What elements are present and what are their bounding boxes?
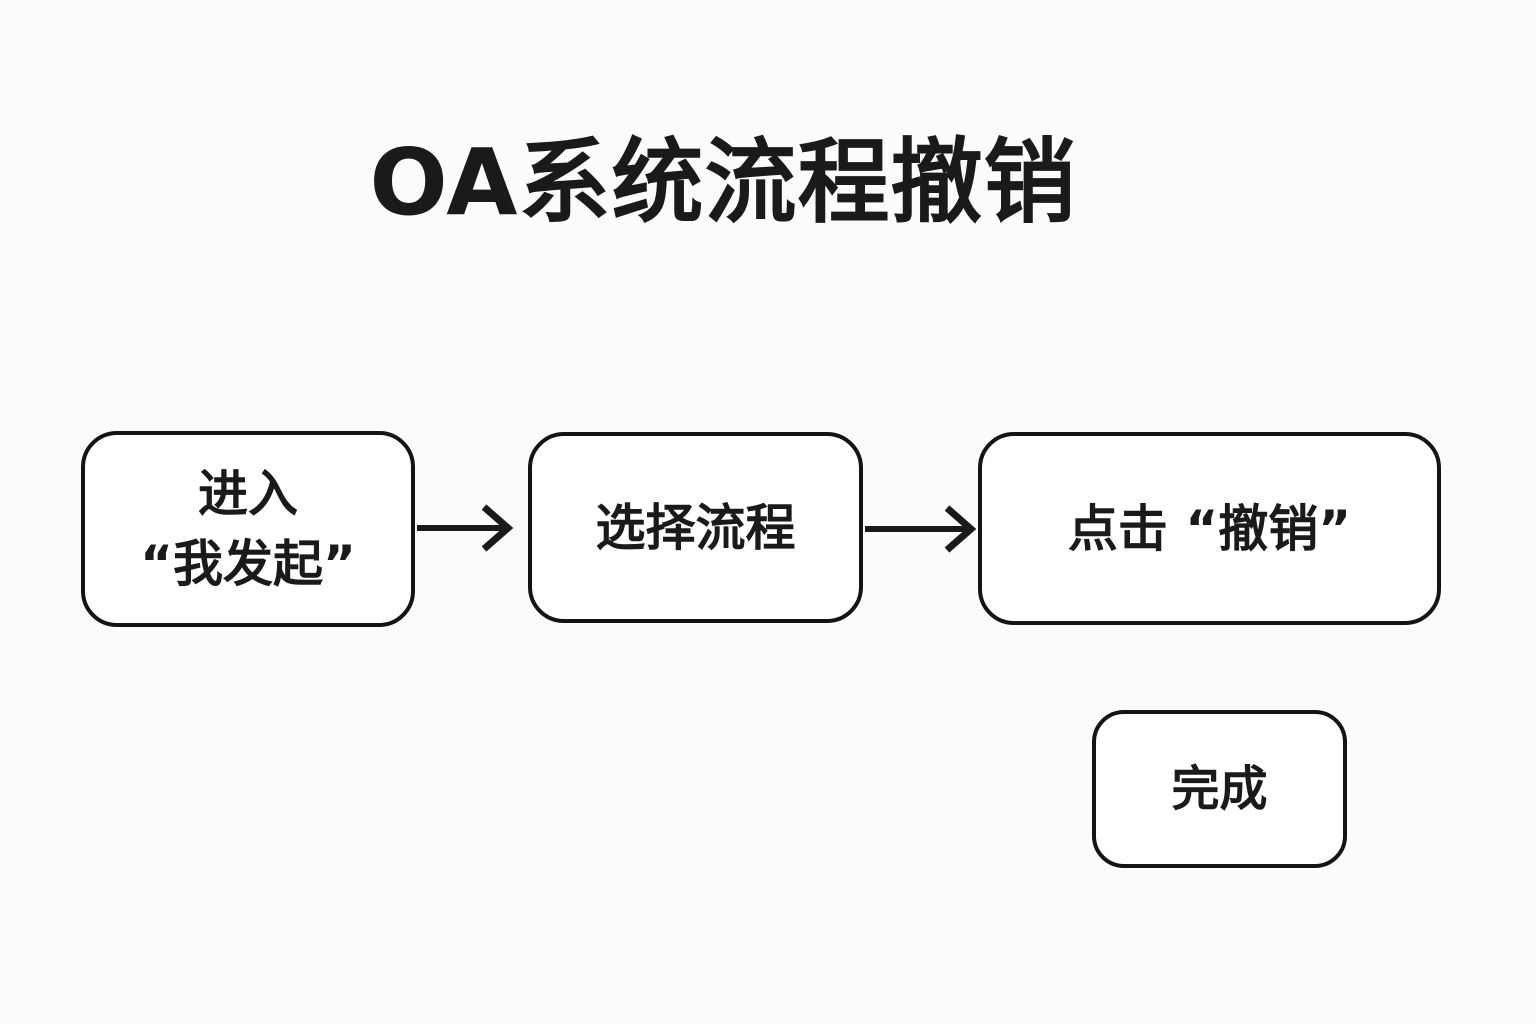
flow-step-select-process: 选择流程 [528, 432, 863, 623]
diagram-title: OA系统流程撤销 [369, 129, 1077, 236]
flow-step-click-revoke: 点击 “撤销” [978, 432, 1441, 625]
flow-step-label: 选择流程 [595, 498, 796, 557]
arrow-right-icon [417, 504, 514, 552]
flow-step-label: “我发起” [140, 535, 356, 593]
flow-step-label: 完成 [1171, 761, 1268, 817]
flow-step-label: 点击 “撤销” [1067, 499, 1352, 558]
flow-step-enter-my-initiated: 进入 “我发起” [81, 431, 415, 627]
flow-step-done: 完成 [1092, 710, 1347, 868]
flow-step-label: 进入 [198, 465, 298, 523]
arrow-right-icon [865, 505, 977, 553]
